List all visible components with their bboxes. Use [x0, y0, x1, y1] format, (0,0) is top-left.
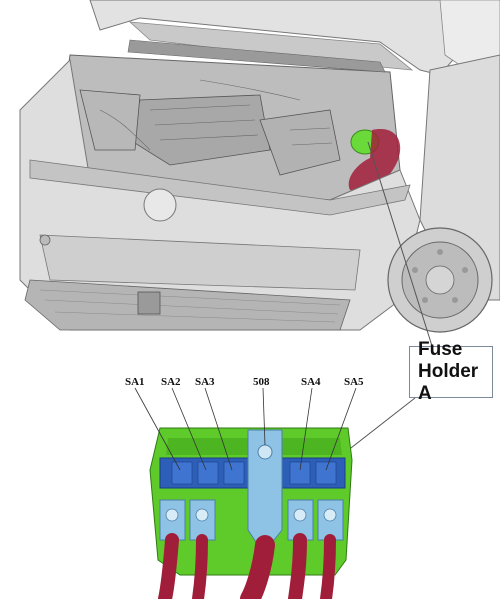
fuse-label-leaders [134, 387, 357, 471]
fuse-label-508: 508 [253, 376, 270, 388]
callout-label: Fuse Holder A [418, 339, 479, 404]
fuse-label-sa4: SA4 [301, 376, 321, 388]
fuse-holder-callout: Fuse Holder A [409, 339, 493, 404]
leader-line-top [367, 141, 433, 347]
fuse-label-sa1: SA1 [125, 376, 145, 388]
fuse-label-sa5: SA5 [344, 376, 364, 388]
vehicle-front-illustration [19, 0, 500, 333]
fuse-holder-detail [149, 427, 353, 599]
fuse-label-sa3: SA3 [195, 376, 215, 388]
fuse-label-sa2: SA2 [161, 376, 181, 388]
